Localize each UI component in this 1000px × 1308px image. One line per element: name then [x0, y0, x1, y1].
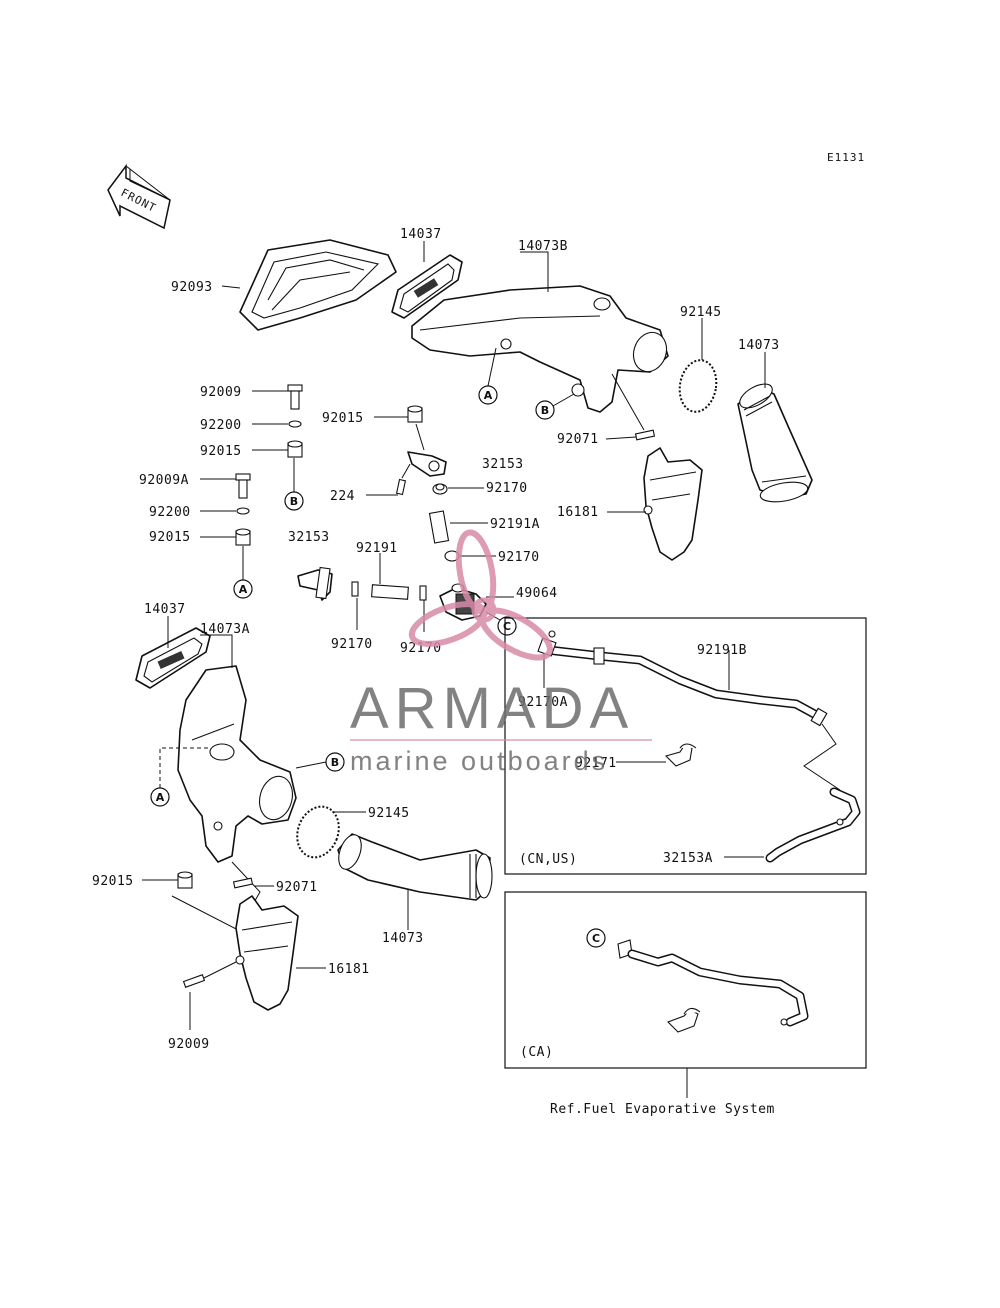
- label-14073-top: 14073: [738, 338, 780, 353]
- label-14073B: 14073B: [518, 239, 568, 254]
- label-92170-b: 92170: [498, 550, 540, 565]
- pipe-14073-top: [737, 383, 813, 503]
- label-16181-bottom: 16181: [328, 962, 370, 977]
- hose-92191A: [428, 510, 450, 544]
- label-16181-top: 16181: [557, 505, 599, 520]
- inset-label-cn-us: (CN,US): [519, 852, 577, 867]
- svg-text:B: B: [331, 756, 339, 769]
- label-92145-top: 92145: [680, 305, 722, 320]
- label-92015-b: 92015: [149, 530, 191, 545]
- label-14073A: 14073A: [200, 622, 250, 637]
- fitting-32153-b: [297, 566, 333, 601]
- collar-92015-c: [407, 405, 423, 423]
- marker-b-top: B: [535, 393, 575, 420]
- propeller-logo-icon: [408, 529, 553, 661]
- label-14073-bottom: 14073: [382, 931, 424, 946]
- label-92200-a: 92200: [200, 418, 242, 433]
- label-92015-c: 92015: [322, 411, 364, 426]
- label-49064: 49064: [516, 586, 558, 601]
- label-92093: 92093: [171, 280, 213, 295]
- washer-92200-b: [236, 507, 250, 515]
- reference-note: Ref.Fuel Evaporative System: [550, 1102, 775, 1117]
- label-92170A: 92170A: [518, 695, 568, 710]
- clip-92071-top: [611, 373, 656, 441]
- clip-92071-bottom: [232, 877, 254, 889]
- bracket-16181-bottom: [235, 895, 299, 1011]
- holder-224-assembly: [395, 423, 447, 496]
- label-92071-top: 92071: [557, 432, 599, 447]
- front-arrow-icon: FRONT: [107, 163, 171, 230]
- label-92009-a: 92009: [200, 385, 242, 400]
- svg-text:B: B: [541, 404, 549, 417]
- hose-92191: [371, 584, 409, 600]
- label-92170-c: 92170: [331, 637, 373, 652]
- marker-a-bottom: A: [150, 747, 210, 807]
- label-92071-bottom: 92071: [276, 880, 318, 895]
- label-14037-bottom: 14037: [144, 602, 186, 617]
- label-92200-b: 92200: [149, 505, 191, 520]
- svg-text:B: B: [290, 495, 298, 508]
- badge-14037-top: [391, 254, 463, 319]
- label-92170-a: 92170: [486, 481, 528, 496]
- label-32153-a: 32153: [482, 457, 524, 472]
- clamp-92170-d: [419, 585, 427, 601]
- pipe-32153A: [765, 787, 861, 863]
- marker-b-bottom: B: [295, 752, 345, 772]
- label-92191A: 92191A: [490, 517, 540, 532]
- clip-ca: [667, 1007, 701, 1033]
- diagram-code: E1131: [827, 151, 865, 164]
- pipe-14073-bottom: [337, 833, 493, 901]
- label-32153A: 32153A: [663, 851, 713, 866]
- marker-a-top: A: [478, 347, 498, 405]
- label-32153-b: 32153: [288, 530, 330, 545]
- label-92191: 92191: [356, 541, 398, 556]
- clip-92171: [664, 743, 697, 767]
- duct-14073B: [411, 285, 669, 413]
- washer-92200-a: [288, 420, 302, 428]
- bolt-92009-a: [287, 384, 303, 410]
- inset-label-ca: (CA): [520, 1045, 553, 1060]
- label-224: 224: [330, 489, 355, 504]
- duct-14073A: [177, 665, 297, 863]
- collar-92015-a: [287, 440, 303, 458]
- label-92009-b: 92009: [168, 1037, 210, 1052]
- watermark-brand: ARMADA: [350, 676, 634, 741]
- label-92015-d: 92015: [92, 874, 134, 889]
- label-92191B: 92191B: [697, 643, 747, 658]
- ring-92145-bottom: [296, 805, 340, 859]
- grill-92093: [239, 239, 397, 331]
- hose-ca: [617, 939, 809, 1027]
- label-92145-bottom: 92145: [368, 806, 410, 821]
- label-14037-top: 14037: [400, 227, 442, 242]
- badge-14037-bottom: [135, 627, 211, 689]
- inset-ca: [504, 891, 867, 1069]
- label-92015-a: 92015: [200, 444, 242, 459]
- clamp-92170-a: [432, 483, 448, 495]
- clamp-92170-c: [351, 581, 359, 597]
- collar-92015-b: [235, 528, 251, 546]
- svg-text:C: C: [592, 932, 600, 945]
- watermark: ARMADA marine outboards: [350, 529, 652, 776]
- label-92009A: 92009A: [139, 473, 189, 488]
- collar-92015-d: [177, 871, 193, 889]
- ring-92145-top: [678, 359, 718, 413]
- svg-text:A: A: [239, 583, 248, 596]
- marker-b-left: B: [284, 458, 304, 511]
- bolt-92009A: [235, 473, 251, 499]
- marker-a-left: A: [233, 546, 253, 599]
- hose-92191B: [543, 645, 828, 727]
- svg-text:A: A: [156, 791, 165, 804]
- inset-cn-us: [504, 617, 867, 875]
- bolt-92009-b: [182, 961, 237, 988]
- marker-c-inset: C: [586, 928, 606, 948]
- label-92171: 92171: [575, 756, 617, 771]
- svg-text:C: C: [503, 620, 511, 633]
- svg-text:A: A: [484, 389, 493, 402]
- bracket-16181-top: [643, 447, 703, 561]
- watermark-tagline: marine outboards: [350, 746, 608, 776]
